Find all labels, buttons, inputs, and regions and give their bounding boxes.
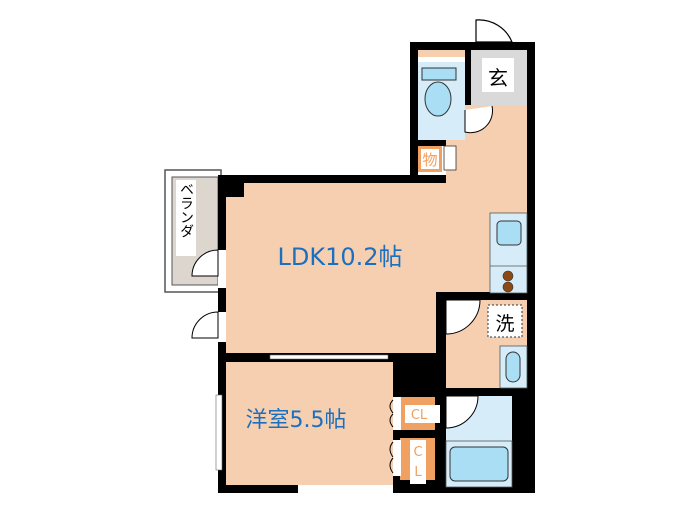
storage-label: 物 [422,151,437,169]
stove-burner-icon [502,270,514,282]
closet-2-door[interactable] [389,441,394,474]
basin-bowl-icon [505,351,521,383]
closet-2-label-bottom: L [414,465,422,480]
western-room-floor [226,362,393,485]
toilet-tank [421,67,457,81]
front-door[interactable] [475,19,513,43]
entrance-label: 玄 [488,66,508,90]
balcony-label: ベランダ [178,182,194,238]
balcony-door[interactable] [191,249,219,277]
closet-1-door[interactable] [389,399,394,428]
closet-2-label-top: C [413,445,422,460]
closet-1-label: CL [411,408,428,423]
bathtub-icon [449,446,509,482]
stove-burner-icon [502,281,514,293]
toilet-door[interactable] [464,105,493,134]
ldk-label: LDK10.2帖 [277,243,402,271]
sink-icon [496,220,522,246]
ldk-side-door[interactable] [191,311,219,339]
western-room-label: 洋室5.5帖 [246,408,347,433]
washroom-door[interactable] [445,299,481,335]
washroom-label: 洗 [495,313,514,335]
bathroom-door[interactable] [445,395,479,429]
window [215,394,223,471]
sliding-door[interactable] [269,354,389,360]
washing-machine-space [487,304,523,338]
toilet-icon [424,81,452,117]
